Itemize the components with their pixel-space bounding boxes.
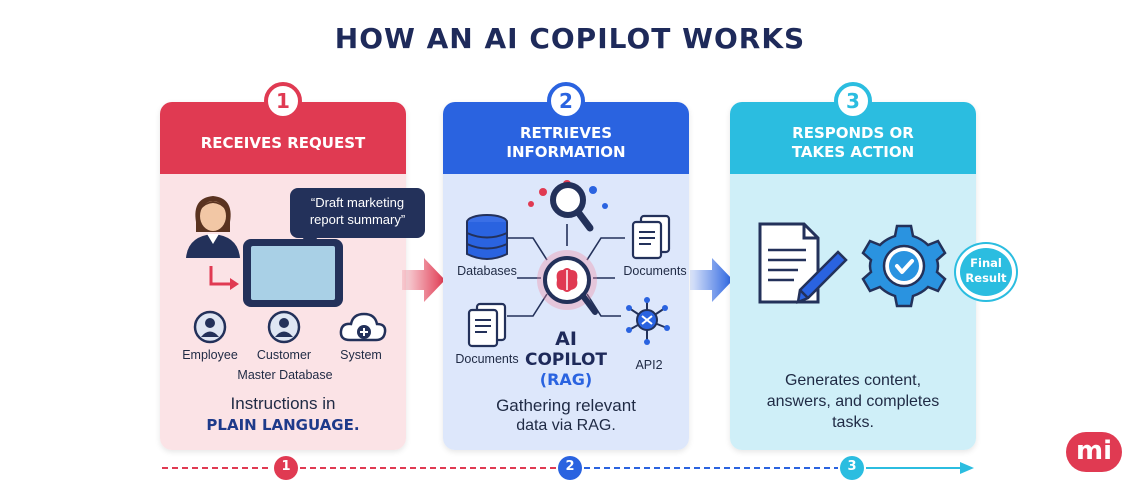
source-label-api2: API2 bbox=[635, 358, 663, 372]
brand-logo: mi bbox=[1066, 432, 1122, 472]
timeline-step-2: 2 bbox=[565, 459, 575, 474]
source-label-employee: Employee bbox=[182, 348, 238, 362]
source-label-documents: Documents bbox=[623, 264, 687, 278]
step-caption-line1: Gathering relevant bbox=[496, 396, 636, 415]
flow-arrow-icon bbox=[690, 258, 733, 302]
source-label-customer: Customer bbox=[256, 348, 312, 362]
final-result-line1: Final bbox=[970, 256, 1002, 270]
database-icon bbox=[466, 214, 508, 260]
copilot-label-line1: AI bbox=[555, 328, 577, 350]
copilot-label-line3: (RAG) bbox=[539, 370, 593, 389]
step-panel-responds-or-takes-action: 3 RESPONDS OR TAKES ACTION Final Result … bbox=[730, 82, 1016, 450]
api-icon bbox=[626, 297, 670, 345]
copilot-label-line2: COPILOT bbox=[525, 350, 607, 370]
step-caption-line2: PLAIN LANGUAGE. bbox=[206, 416, 360, 434]
cloud-system-icon bbox=[339, 312, 387, 342]
final-result-line2: Result bbox=[965, 271, 1007, 285]
step-number-badge: 1 bbox=[264, 82, 302, 120]
search-icon bbox=[550, 182, 594, 232]
step-body bbox=[730, 174, 976, 450]
step-heading: RESPONDS OR TAKES ACTION bbox=[730, 102, 976, 174]
source-caption: Master Database bbox=[237, 368, 333, 382]
gear-check-icon bbox=[861, 224, 947, 308]
source-label-databases: Databases bbox=[457, 264, 517, 278]
source-label-system: System bbox=[340, 348, 382, 362]
step-caption-line1: Instructions in bbox=[230, 394, 336, 413]
step-number-badge: 3 bbox=[834, 82, 872, 120]
step-timeline bbox=[162, 456, 974, 480]
network-lines-icon bbox=[507, 180, 625, 317]
step-panel-retrieves-information: 2 RETRIEVES INFORMATION Databases bbox=[443, 82, 689, 450]
request-speech-bubble: “Draft marketing report summary” bbox=[290, 188, 425, 247]
tablet-icon bbox=[243, 239, 343, 307]
documents-icon bbox=[631, 214, 671, 260]
source-label-documents-2: Documents bbox=[455, 352, 519, 366]
step-number-badge: 2 bbox=[547, 82, 585, 120]
timeline-step-1: 1 bbox=[281, 459, 291, 474]
timeline-step-3: 3 bbox=[847, 459, 857, 474]
step-panel-receives-request: 1 RECEIVES REQUEST “Draft marketing repo… bbox=[160, 82, 425, 450]
step-caption-line2: answers, and completes bbox=[766, 393, 940, 410]
step-caption-line3: tasks. bbox=[832, 414, 874, 431]
ai-brain-icon bbox=[537, 250, 598, 315]
step-caption-line2: data via RAG. bbox=[516, 417, 616, 434]
final-result-badge: Final Result bbox=[956, 244, 1016, 300]
page-title: HOW AN AI COPILOT WORKS bbox=[334, 22, 806, 55]
arrow-icon bbox=[209, 266, 239, 290]
document-edit-icon bbox=[758, 222, 848, 304]
documents-icon bbox=[467, 302, 507, 348]
employee-icon bbox=[193, 310, 227, 344]
customer-icon bbox=[267, 310, 301, 344]
flow-arrow-icon bbox=[402, 258, 445, 302]
user-avatar-icon bbox=[186, 196, 240, 258]
step-caption-line1: Generates content, bbox=[784, 372, 922, 389]
